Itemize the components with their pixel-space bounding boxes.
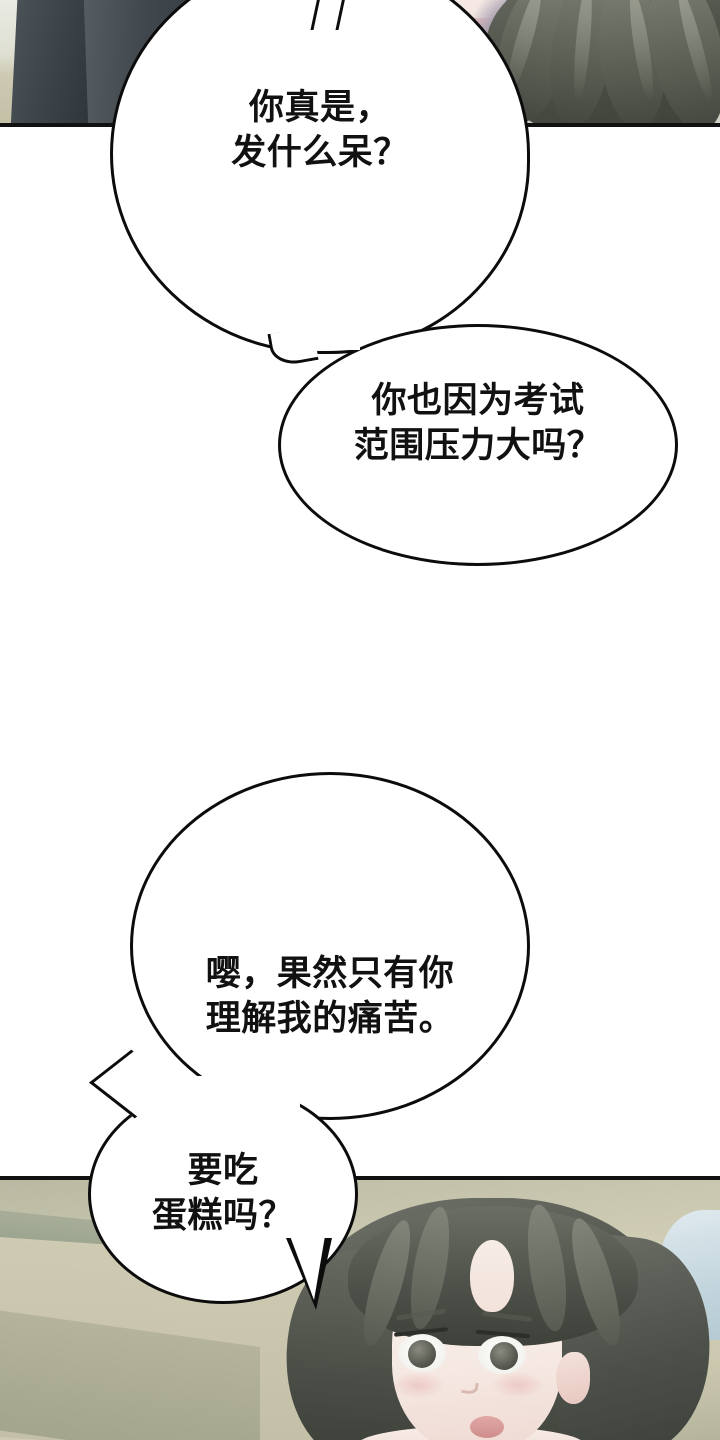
fringe-parting [470,1240,514,1312]
speech-bubble-1[interactable]: 你真是， 发什么呆？ [110,0,530,354]
speech-bubble-3-text: 嘤，果然只有你 理解我的痛苦。 [205,953,455,1040]
girl-cheek-blush-left [392,1372,444,1398]
girl-iris-left [408,1340,436,1368]
bubble-3-4-merge-patch [150,1076,300,1110]
student-uniform-a [10,0,96,127]
girl-ear [556,1352,590,1404]
speech-bubble-3[interactable]: 嘤，果然只有你 理解我的痛苦。 [130,772,530,1120]
bubble-1-2-merge-patch [300,320,360,350]
speech-bubble-4-text: 要吃 蛋糕吗？ [151,1150,294,1237]
girl-mouth [470,1416,504,1438]
speech-bubble-2-text: 你也因为考试 范围压力大吗？ [353,380,603,467]
speech-bubble-2[interactable]: 你也因为考试 范围压力大吗？ [278,324,678,566]
girl-iris-right [490,1342,518,1370]
panel-border-top [0,1176,720,1180]
speech-bubble-4[interactable]: 要吃 蛋糕吗？ [88,1084,358,1304]
speech-bubble-1-text: 你真是， 发什么呆？ [231,87,409,174]
bubble-4-tail-fill [290,1236,325,1300]
girl-cheek-blush-right [492,1372,544,1398]
